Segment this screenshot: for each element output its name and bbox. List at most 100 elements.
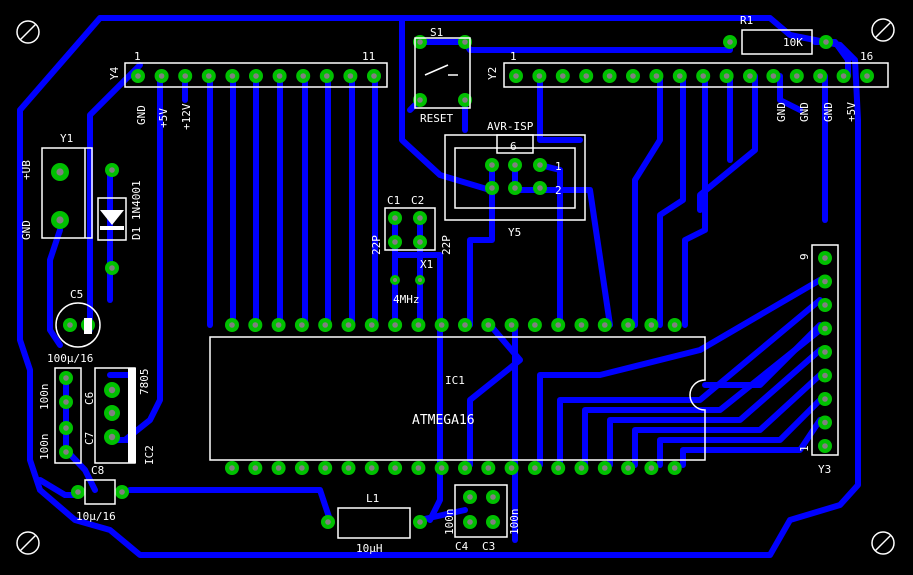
label-isp-pin2: 2 [555, 184, 562, 197]
y2-pad-drill [864, 73, 870, 79]
label-reset: RESET [420, 112, 453, 125]
s1-pad-drill [462, 39, 468, 45]
d1-pad-drill [109, 265, 115, 271]
r1-pad-drill [823, 39, 829, 45]
y3-pad-drill [822, 372, 828, 379]
label-y3-pin9: 9 [798, 253, 811, 260]
label-y2-5v: +5V [845, 102, 858, 122]
c2-pad-drill [417, 215, 423, 221]
y2-pad-drill [794, 73, 800, 79]
ic1-pad-drill [252, 322, 259, 328]
label-c8: C8 [91, 464, 104, 477]
d1-pad-drill [109, 167, 115, 173]
label-y5: Y5 [508, 226, 521, 239]
label-y3-pin1: 1 [798, 445, 811, 452]
label-y4-pin1: 1 [134, 50, 141, 63]
c7-pad-drill [63, 449, 69, 455]
y4-pad-drill [300, 73, 307, 79]
isp-pad-drill [537, 185, 543, 191]
x1-pad-drill [418, 278, 422, 282]
ic1-pad-drill [345, 465, 352, 471]
vreg-pad-drill [108, 433, 116, 441]
label-c3-val: 100n [508, 509, 521, 536]
label-l1-val: 10µH [356, 542, 383, 555]
ic1-pad-drill [438, 322, 445, 328]
label-c8-val: 10µ/16 [76, 510, 116, 523]
y2-pad-drill [560, 73, 566, 79]
label-y3: Y3 [818, 463, 831, 476]
y4-pad-drill [324, 73, 330, 79]
ic1-pad-drill [648, 322, 655, 328]
y4-pad-drill [182, 73, 188, 79]
label-c3: C3 [482, 540, 495, 553]
label-y2-gnd3: GND [822, 102, 835, 122]
c1-pad-drill [392, 239, 398, 245]
r1-pad-drill [727, 39, 733, 45]
label-c5-val: 100µ/16 [47, 352, 93, 365]
label-ic1-val: ATMEGA16 [412, 413, 475, 428]
c2-pad-drill [417, 239, 423, 245]
label-y4-12v: +12V [180, 103, 193, 130]
y2-pad-drill [606, 73, 613, 79]
y4-pad-drill [206, 73, 212, 79]
y3-pad-drill [822, 278, 828, 285]
label-isp-pin6: 6 [510, 140, 517, 153]
y2-pad-drill [747, 73, 753, 79]
vreg-pad-drill [108, 386, 116, 394]
y3-pad-drill [822, 443, 828, 449]
y2-pad-drill [723, 73, 730, 79]
ic1-pad-drill [252, 465, 259, 471]
label-ic2: IC2 [143, 445, 156, 465]
ic1-pad-drill [299, 322, 305, 328]
ic1-pad-drill [275, 465, 282, 471]
y4-pad-drill [253, 73, 259, 79]
label-c7: C7 [83, 432, 96, 445]
label-vreg: 7805 [138, 369, 151, 396]
c6-pad-drill [63, 399, 69, 405]
label-y1-gnd: GND [20, 220, 33, 240]
ic1-pad-drill [392, 465, 398, 471]
ic1-pad-drill [369, 465, 375, 471]
y2-pad-drill [630, 73, 636, 79]
ic1-pad-drill [555, 322, 561, 328]
ic1-pad-drill [602, 465, 608, 471]
c7-pad-drill [63, 425, 69, 431]
ic1-pad-drill [392, 322, 398, 328]
ic1-pad-drill [369, 322, 375, 328]
label-y2-pin1: 1 [510, 50, 517, 63]
ic1-pad-drill [229, 322, 235, 328]
label-r1-value: 10K [783, 36, 803, 49]
ic1-pad-drill [345, 322, 352, 328]
ic1-pad-drill [625, 322, 631, 328]
isp-pad-drill [489, 185, 495, 191]
s1-pad-drill [417, 39, 423, 45]
l1-pad-drill [325, 519, 331, 525]
ic1-pad-drill [555, 465, 561, 471]
y2-pad-drill [536, 73, 543, 79]
y4-pad-drill [371, 73, 377, 79]
label-avr-isp: AVR-ISP [487, 120, 534, 133]
label-y2-pin16: 16 [860, 50, 873, 63]
s1-pad-drill [462, 97, 468, 103]
y3-pad-drill [822, 255, 828, 261]
label-d1: D1 1N4001 [130, 180, 143, 240]
label-c4-val: 100n [443, 509, 456, 536]
label-l1: L1 [366, 492, 379, 505]
ic1-pad-drill [508, 322, 515, 328]
c5-pad-drill [67, 322, 73, 328]
y2-pad-drill [840, 73, 847, 79]
y4-pad-drill [276, 73, 283, 79]
label-c6-val: 100n [38, 384, 51, 411]
label-c4: C4 [455, 540, 469, 553]
ic1-pad-drill [275, 322, 282, 328]
y2-pad-drill [677, 73, 683, 79]
label-y4: Y4 [108, 66, 121, 80]
ic1-pad-drill [438, 465, 445, 471]
label-y2-gnd2: GND [798, 102, 811, 122]
c3-pad-drill [490, 519, 496, 525]
ic1-pad-drill [602, 322, 608, 328]
label-c2: C2 [411, 194, 424, 207]
label-c1: C1 [387, 194, 400, 207]
ic1-pad-drill [322, 465, 329, 471]
label-x1: X1 [420, 258, 433, 271]
